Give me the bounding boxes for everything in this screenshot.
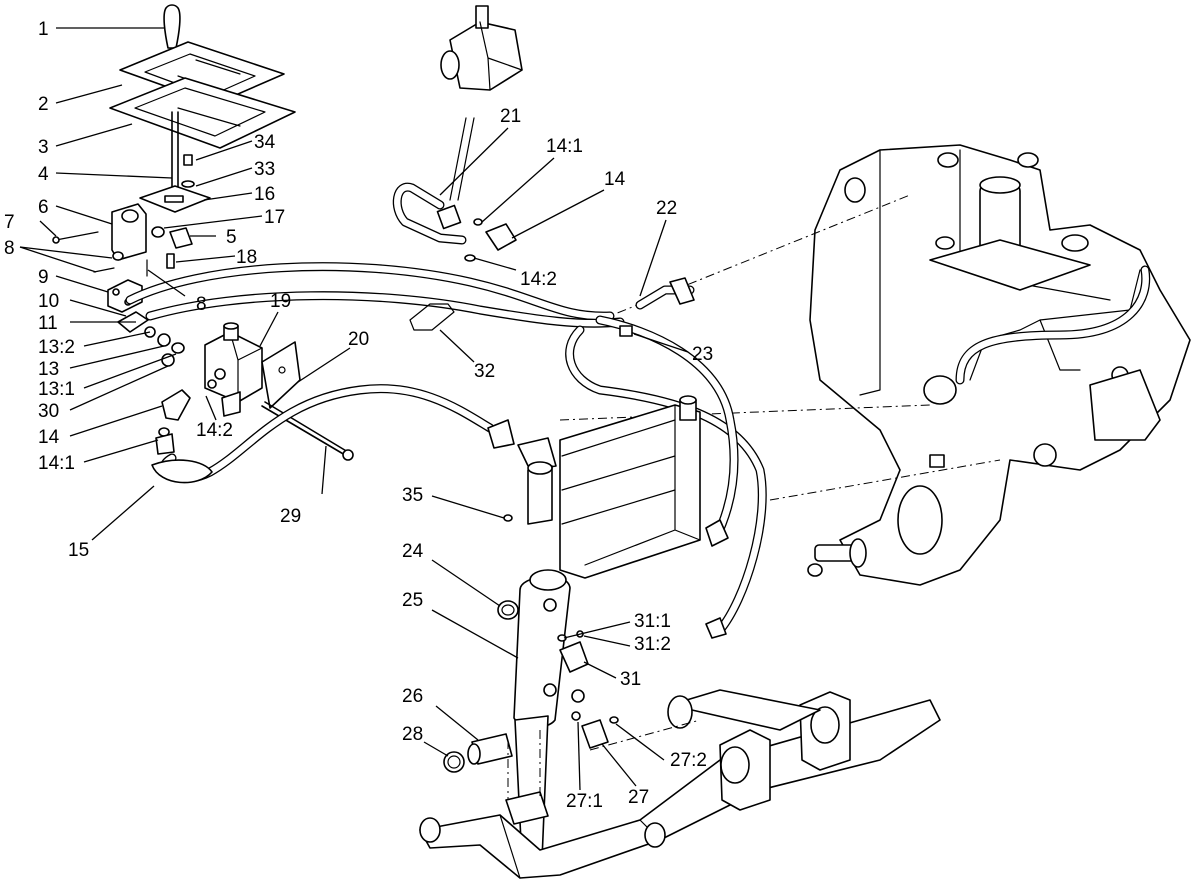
callout-27-2: 27:2: [670, 750, 707, 771]
callout-31: 31: [620, 669, 641, 690]
callout-4: 4: [38, 164, 49, 185]
axle-assembly: [419, 689, 941, 879]
callout-19: 19: [270, 291, 291, 312]
leader-lines: [19, 27, 689, 791]
callout-31-2: 31:2: [634, 634, 671, 655]
control-lever-assembly: [52, 4, 354, 461]
frame-assembly: [559, 144, 1191, 586]
callout-16: 16: [254, 184, 275, 205]
callout-3: 3: [38, 137, 49, 158]
callout-29: 29: [280, 506, 301, 527]
callout-23: 23: [692, 344, 713, 365]
callout-13-2: 13:2: [38, 337, 75, 358]
callout-5: 5: [226, 227, 237, 248]
callout-18: 18: [236, 247, 257, 268]
callout-2: 2: [38, 94, 49, 115]
callout-8-b: 8: [196, 294, 207, 315]
callout-30: 30: [38, 401, 59, 422]
callout-6: 6: [38, 197, 49, 218]
callout-14: 14: [38, 427, 60, 448]
callout-31-1: 31:1: [634, 611, 671, 632]
callout-11: 11: [38, 313, 58, 334]
callout-13-1: 13:1: [38, 379, 75, 400]
callout-34: 34: [254, 132, 276, 153]
callout-14-1-b: 14:1: [546, 136, 583, 157]
hydraulic-hoses: [125, 5, 1151, 639]
callout-35: 35: [402, 485, 423, 506]
callout-9: 9: [38, 267, 49, 288]
callout-20: 20: [348, 329, 369, 350]
callout-32: 32: [474, 361, 495, 382]
callout-7: 7: [4, 212, 15, 233]
callout-17: 17: [264, 207, 285, 228]
callout-24: 24: [402, 541, 424, 562]
callout-33: 33: [254, 159, 275, 180]
callout-labels: 1 2 3 4 6 7 8 9 10 11 13:2 13 13:1 30 14…: [4, 19, 713, 812]
callout-14-b: 14: [604, 169, 626, 190]
callout-27: 27: [628, 787, 649, 808]
callout-25: 25: [402, 590, 423, 611]
callout-22: 22: [656, 198, 677, 219]
callout-14-1: 14:1: [38, 453, 75, 474]
callout-13: 13: [38, 359, 59, 380]
callout-28: 28: [402, 724, 423, 745]
callout-27-1: 27:1: [566, 791, 603, 812]
callout-1: 1: [38, 19, 49, 40]
callout-14-2-b: 14:2: [520, 269, 557, 290]
cylinder-assembly: [443, 395, 701, 863]
callout-15: 15: [68, 540, 89, 561]
callout-8: 8: [4, 238, 15, 259]
callout-10: 10: [38, 291, 59, 312]
callout-21: 21: [500, 106, 521, 127]
callout-26: 26: [402, 686, 423, 707]
callout-14-2: 14:2: [196, 420, 233, 441]
